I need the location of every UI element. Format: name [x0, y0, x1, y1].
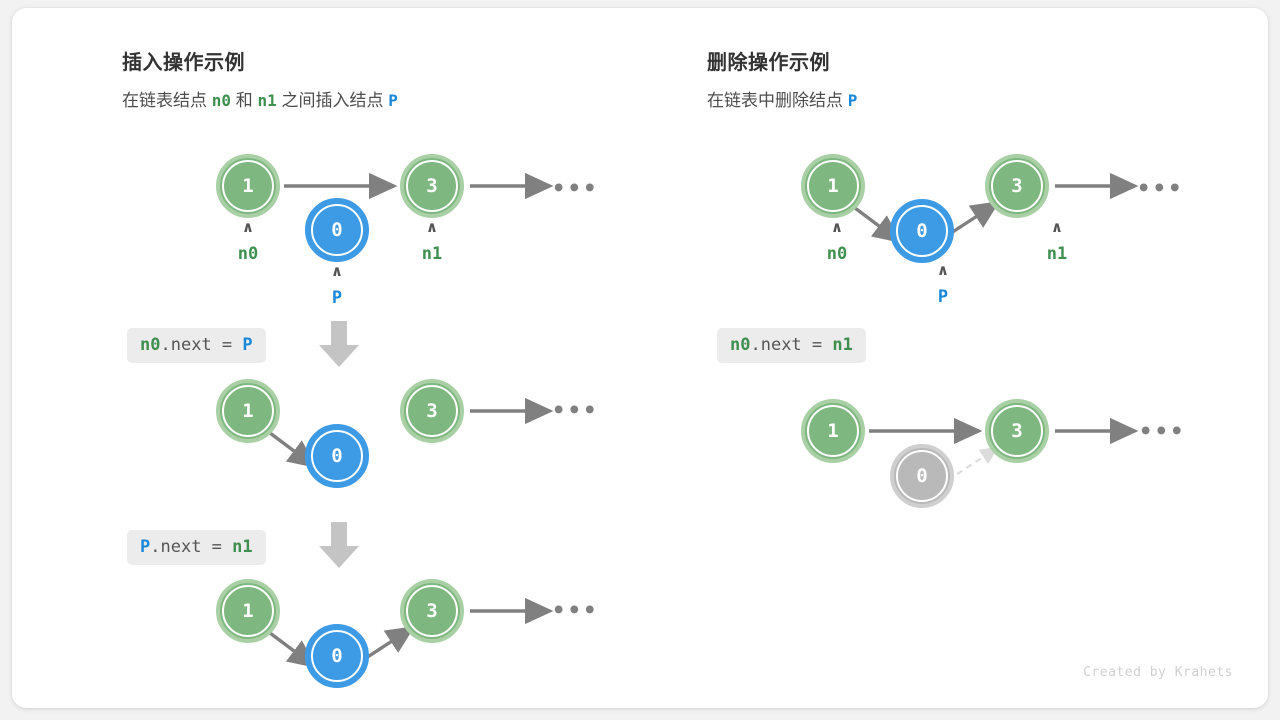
delete-panel-title: 删除操作示例	[707, 52, 830, 74]
ellipsis-row3: •••	[551, 598, 599, 624]
node-p: 0	[305, 198, 369, 262]
code-value: P	[242, 335, 253, 355]
ellipsis-row1: •••	[1136, 176, 1184, 202]
pointer-label-p: P	[331, 288, 343, 308]
node-deleted: 0	[890, 444, 954, 508]
code-value: n1	[232, 537, 253, 557]
node-value: 3	[1011, 420, 1022, 442]
down-arrow-2	[319, 522, 359, 568]
node-3: 3	[400, 154, 464, 218]
node-1: 1	[801, 154, 865, 218]
node-value: 0	[331, 445, 342, 467]
ellipsis-row2: •••	[551, 398, 599, 424]
node-p: 0	[890, 199, 954, 263]
caret-icon-n1: ∧	[1050, 218, 1064, 236]
code-operator: .next =	[150, 537, 233, 557]
caret-icon-p: ∧	[936, 261, 950, 279]
subtitle-text-1: 在链表结点	[122, 91, 207, 110]
caret-icon-n1: ∧	[425, 218, 439, 236]
watermark: Created by Krahets	[1083, 665, 1233, 680]
node-1: 1	[216, 379, 280, 443]
subtitle-text-1: 在链表中删除结点	[707, 91, 843, 110]
insert-row3-graphic: 1 0 3	[216, 579, 554, 688]
node-value: 1	[242, 600, 253, 622]
pointer-label-p: P	[937, 287, 949, 307]
node-value: 0	[916, 220, 927, 242]
delete-row2-graphic: 1 0 3	[801, 399, 1139, 508]
node-value: 0	[331, 219, 342, 241]
subtitle-token-p: P	[388, 91, 398, 110]
code-step-1: n0.next = P	[127, 328, 266, 363]
subtitle-token-n1: n1	[257, 91, 277, 110]
code-value: n1	[832, 335, 853, 355]
code-target: n0	[140, 335, 161, 355]
delete-panel-subtitle: 在链表中删除结点 P	[707, 86, 857, 111]
node-value: 1	[827, 420, 838, 442]
down-arrow-1	[319, 321, 359, 367]
node-3: 3	[985, 399, 1049, 463]
code-step-2: P.next = n1	[127, 530, 266, 565]
delete-row1-graphic: 1 0 3	[801, 154, 1139, 263]
subtitle-text-3: 之间插入结点	[281, 91, 384, 110]
node-p: 0	[305, 424, 369, 488]
node-value: 3	[426, 600, 437, 622]
node-1: 1	[216, 579, 280, 643]
node-p: 0	[305, 624, 369, 688]
pointer-label-n0: n0	[237, 244, 259, 264]
caret-icon-n0: ∧	[830, 218, 844, 236]
insert-row1-graphic: 1 0 3	[216, 154, 554, 262]
insert-panel-subtitle: 在链表结点 n0 和 n1 之间插入结点 P	[122, 86, 398, 111]
code-step-1: n0.next = n1	[717, 328, 866, 363]
insert-panel-title: 插入操作示例	[122, 52, 245, 74]
node-value: 1	[242, 400, 253, 422]
code-target: n0	[730, 335, 751, 355]
pointer-label-n1: n1	[1046, 244, 1068, 264]
insert-row2-graphic: 1 0 3	[216, 379, 554, 488]
delete-panel: 删除操作示例 在链表中删除结点 P 1 0	[597, 8, 1257, 708]
node-value: 1	[827, 175, 838, 197]
pointer-label-n0: n0	[826, 244, 848, 264]
subtitle-token-n0: n0	[211, 91, 231, 110]
node-1: 1	[216, 154, 280, 218]
node-value: 3	[426, 400, 437, 422]
node-value: 3	[1011, 175, 1022, 197]
node-value: 1	[242, 175, 253, 197]
node-value: 0	[916, 465, 927, 487]
code-target: P	[140, 537, 151, 557]
node-3: 3	[400, 579, 464, 643]
caret-icon-p: ∧	[330, 262, 344, 280]
node-3: 3	[985, 154, 1049, 218]
node-value: 0	[331, 645, 342, 667]
ellipsis-row1: •••	[551, 176, 599, 202]
insert-panel: 插入操作示例 在链表结点 n0 和 n1 之间插入结点 P	[12, 8, 612, 708]
ellipsis-row2: •••	[1138, 419, 1186, 445]
subtitle-text-2: 和	[235, 91, 253, 110]
diagram-card: 插入操作示例 在链表结点 n0 和 n1 之间插入结点 P	[12, 8, 1268, 708]
node-3: 3	[400, 379, 464, 443]
node-1: 1	[801, 399, 865, 463]
caret-icon-n0: ∧	[241, 218, 255, 236]
code-operator: .next =	[160, 335, 243, 355]
subtitle-token-p: P	[847, 91, 858, 110]
node-value: 3	[426, 175, 437, 197]
code-operator: .next =	[750, 335, 833, 355]
pointer-label-n1: n1	[421, 244, 443, 264]
